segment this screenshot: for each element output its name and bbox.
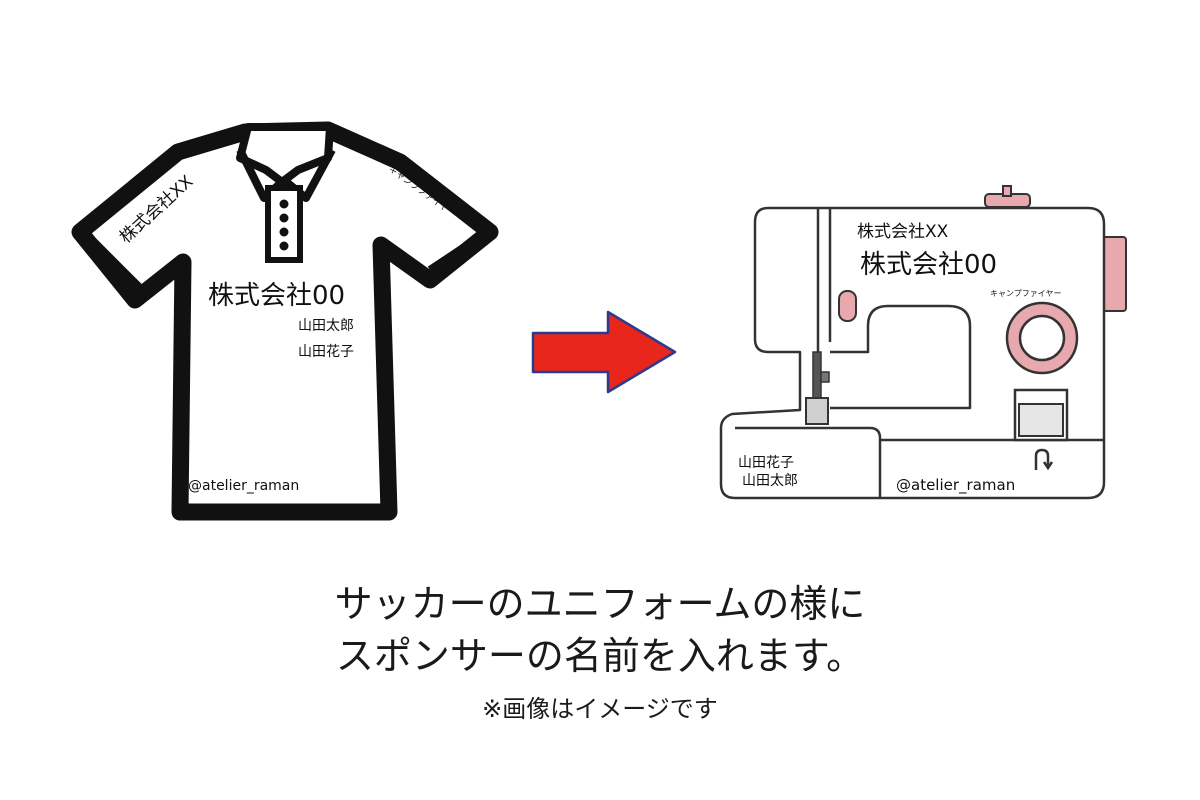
caption-line-1: サッカーのユニフォームの様に [334, 582, 866, 626]
machine-indicator [838, 290, 857, 322]
machine-needle-clamp [820, 371, 830, 383]
machine-presser-foot [805, 397, 829, 425]
machine-throat [830, 304, 972, 410]
machine-bed-line [735, 426, 882, 498]
machine-switch-inner [1018, 403, 1064, 437]
right-arrow [531, 310, 677, 394]
machine-names-1: 山田花子 [738, 455, 794, 471]
shirt-left-cuff [89, 237, 143, 291]
machine-reverse-icon [1034, 448, 1054, 471]
sewing-machine: 株式会社XX 株式会社00 キャンプファイヤー 山田花子 山田太郎 @ateli… [719, 185, 1127, 500]
caption-note: ※画像はイメージです [482, 695, 718, 723]
machine-label-small: キャンプファイヤー [990, 289, 1062, 298]
shirt-button-3 [279, 227, 289, 237]
shirt-button-2 [279, 213, 289, 223]
polo-shirt: 株式会社XX キャンプファイヤー 株式会社00 山田太郎 山田花子 @ateli… [71, 121, 499, 521]
machine-label-top: 株式会社XX [857, 222, 949, 242]
machine-spool-pin [1002, 185, 1012, 197]
shirt-handle: @atelier_raman [188, 478, 299, 494]
machine-handwheel [1101, 236, 1127, 312]
machine-label-main: 株式会社00 [860, 250, 997, 280]
shirt-button-1 [279, 199, 289, 209]
illustration-svg: 株式会社XX キャンプファイヤー 株式会社00 山田太郎 山田花子 @ateli… [71, 121, 1127, 521]
shirt-company-text: 株式会社00 [208, 281, 345, 311]
machine-dial-inner [1018, 314, 1066, 362]
shirt-body-outline [71, 121, 499, 521]
shirt-right-cuff [427, 234, 481, 274]
machine-names-2: 山田太郎 [742, 473, 798, 489]
shirt-name-2: 山田花子 [298, 344, 354, 360]
caption-line-2: スポンサーの名前を入れます。 [335, 634, 865, 678]
machine-needle-bar [812, 351, 822, 399]
shirt-name-1: 山田太郎 [298, 318, 354, 334]
shirt-button-4 [279, 241, 289, 251]
machine-handle: @atelier_raman [896, 476, 1015, 495]
